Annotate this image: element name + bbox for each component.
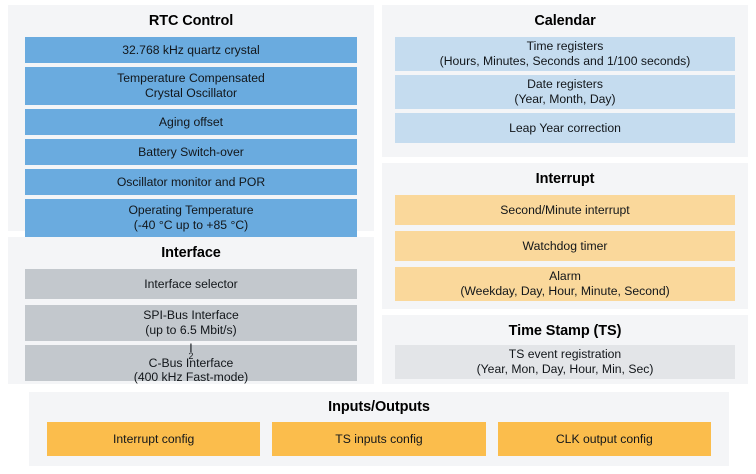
panel-calendar: Calendar Time registers (Hours, Minutes,… [382, 5, 748, 157]
row-line-1: Date registers [527, 77, 603, 92]
row-line-1: Time registers [526, 39, 604, 54]
row-quartz-crystal[interactable]: 32.768 kHz quartz crystal [25, 37, 357, 63]
row-line-1: Temperature Compensated [117, 71, 265, 86]
row-clk-output-config[interactable]: CLK output config [497, 422, 711, 456]
row-tcxo[interactable]: Temperature Compensated Crystal Oscillat… [25, 67, 357, 105]
row-line-2: (Hours, Minutes, Seconds and 1/100 secon… [439, 54, 691, 68]
row-line-1: TS inputs config [335, 431, 423, 446]
row-line-1: Aging offset [158, 114, 224, 129]
panel-title-interface: Interface [161, 245, 221, 261]
interrupt-row-list: Second/Minute interrupt Watchdog timer A… [395, 195, 735, 301]
panel-interrupt: Interrupt Second/Minute interrupt Watchd… [382, 163, 748, 309]
row-ts-event-registration[interactable]: TS event registration (Year, Mon, Day, H… [395, 345, 735, 379]
row-line-2: (-40 °C up to +85 °C) [133, 218, 249, 232]
panel-rtc-control: RTC Control 32.768 kHz quartz crystal Te… [8, 5, 374, 237]
panel-interface: Interface Interface selector SPI-Bus Int… [8, 237, 374, 384]
row-line-1: SPI-Bus Interface [143, 308, 239, 323]
row-line-1: Oscillator monitor and POR [116, 174, 266, 189]
panel-inputs-outputs: Inputs/Outputs Interrupt config TS input… [29, 392, 729, 466]
interface-row-list: Interface selector SPI-Bus Interface (up… [25, 269, 357, 384]
row-aging-offset[interactable]: Aging offset [25, 109, 357, 135]
row-line-1: CLK output config [555, 431, 653, 446]
row-line-2: (up to 6.5 Mbit/s) [145, 323, 237, 337]
row-line-1: Interrupt config [113, 431, 195, 446]
row-line-1: 32.768 kHz quartz crystal [122, 42, 260, 57]
row-interrupt-config[interactable]: Interrupt config [47, 422, 261, 456]
panel-title-interrupt: Interrupt [535, 171, 595, 187]
row-line-1: Alarm [549, 269, 581, 284]
row-line-1: Leap Year correction [509, 120, 621, 135]
panel-title-calendar: Calendar [534, 13, 596, 29]
row-spi-bus-interface[interactable]: SPI-Bus Interface (up to 6.5 Mbit/s) [25, 305, 357, 341]
row-oscillator-monitor-por[interactable]: Oscillator monitor and POR [25, 169, 357, 195]
row-second-minute-interrupt[interactable]: Second/Minute interrupt [395, 195, 735, 225]
row-line-1: Interface selector [144, 276, 238, 291]
row-line-1: Operating Temperature [128, 203, 254, 218]
row-interface-selector[interactable]: Interface selector [25, 269, 357, 299]
i2c-prefix: I [189, 340, 193, 355]
row-line-1: Second/Minute interrupt [500, 202, 630, 217]
time-stamp-row-list: TS event registration (Year, Mon, Day, H… [395, 345, 735, 379]
row-ts-inputs-config[interactable]: TS inputs config [272, 422, 486, 456]
row-operating-temperature[interactable]: Operating Temperature (-40 °C up to +85 … [25, 199, 357, 237]
panel-time-stamp: Time Stamp (TS) TS event registration (Y… [382, 315, 748, 384]
row-line-2: (400 kHz Fast-mode) [133, 370, 249, 385]
i2c-suffix: C-Bus Interface [148, 355, 234, 370]
row-leap-year-correction[interactable]: Leap Year correction [395, 113, 735, 143]
panel-title-time-stamp: Time Stamp (TS) [508, 323, 622, 339]
row-battery-switch-over[interactable]: Battery Switch-over [25, 139, 357, 165]
panel-title-inputs-outputs: Inputs/Outputs [328, 399, 430, 415]
panel-title-rtc-control: RTC Control [148, 13, 234, 29]
row-line-2: (Year, Mon, Day, Hour, Min, Sec) [476, 362, 654, 376]
rtc-control-row-list: 32.768 kHz quartz crystal Temperature Co… [25, 37, 357, 237]
row-line-2: (Year, Month, Day) [514, 92, 616, 106]
row-line-2: (Weekday, Day, Hour, Minute, Second) [460, 284, 670, 298]
row-watchdog-timer[interactable]: Watchdog timer [395, 231, 735, 261]
calendar-row-list: Time registers (Hours, Minutes, Seconds … [395, 37, 735, 143]
row-line-2: Crystal Oscillator [144, 86, 238, 100]
row-date-registers[interactable]: Date registers (Year, Month, Day) [395, 75, 735, 109]
row-alarm[interactable]: Alarm (Weekday, Day, Hour, Minute, Secon… [395, 267, 735, 301]
inputs-outputs-row-list: Interrupt config TS inputs config CLK ou… [47, 422, 711, 456]
row-time-registers[interactable]: Time registers (Hours, Minutes, Seconds … [395, 37, 735, 71]
row-line-1: Battery Switch-over [138, 144, 244, 159]
row-line-1: Watchdog timer [522, 238, 608, 253]
row-line-1: TS event registration [508, 347, 622, 362]
